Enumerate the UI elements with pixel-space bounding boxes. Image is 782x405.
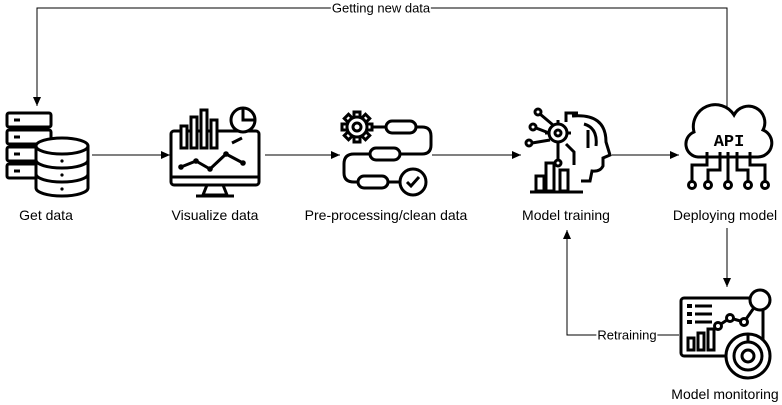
dashboard-monitor-icon <box>679 288 772 380</box>
node-label-model-training: Model training <box>522 207 610 223</box>
node-label-deploying-model: Deploying model <box>672 207 778 223</box>
ai-head-icon <box>524 107 612 194</box>
gears-pipeline-icon <box>340 110 433 197</box>
cloud-api-icon: API <box>684 103 774 190</box>
monitor-chart-icon <box>169 106 261 198</box>
node-label-model-monitoring: Model monitoring <box>671 386 779 402</box>
node-label-preprocess: Pre-processing/clean data <box>304 207 468 223</box>
edge-getting-new-data <box>33 7 728 107</box>
api-text: API <box>714 133 745 152</box>
node-label-visualize-data: Visualize data <box>171 207 259 223</box>
node-label-get-data: Get data <box>19 207 73 223</box>
edge-label-getting-new-data: Getting new data <box>330 0 432 16</box>
edge-retraining <box>563 230 679 336</box>
server-database-icon <box>5 111 90 198</box>
edge-label-retraining: Retraining <box>596 327 658 343</box>
